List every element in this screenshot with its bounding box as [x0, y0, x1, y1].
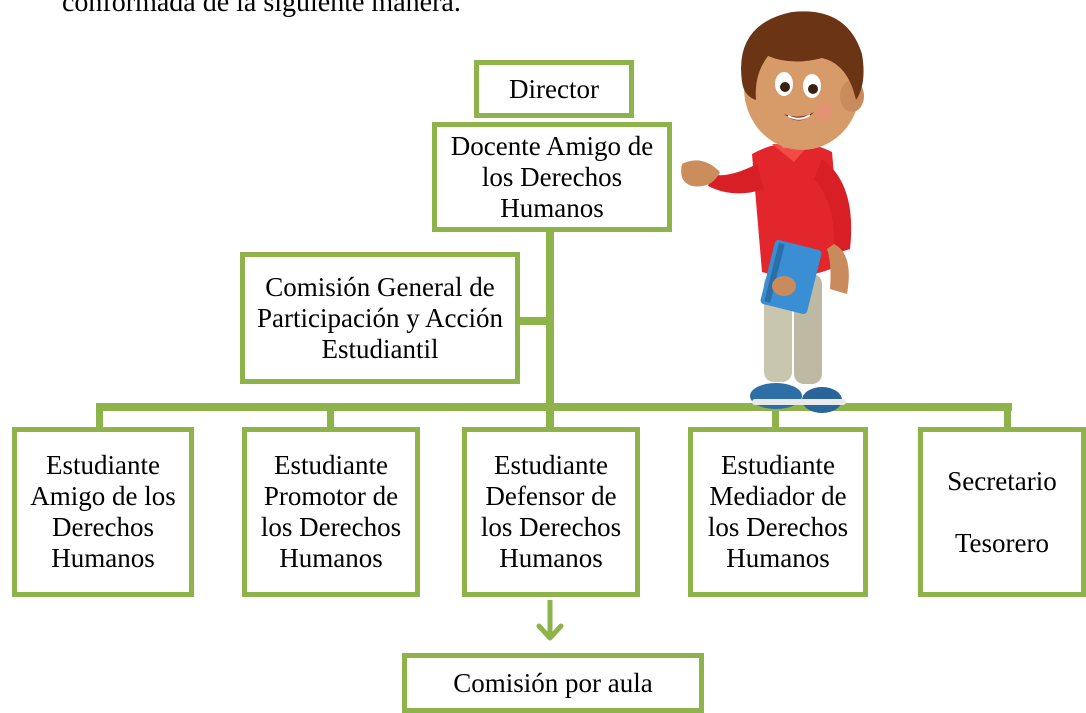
connector-horizontal-bar: [96, 403, 1012, 411]
node-tesorero-label: Tesorero: [954, 528, 1050, 558]
node-estudiante-promotor: Estudiante Promotor de los Derechos Huma…: [242, 427, 420, 597]
node-estudiante-amigo: Estudiante Amigo de los Derechos Humanos: [12, 427, 194, 597]
node-docente-amigo-label: Docente Amigo de los Derechos Humanos: [450, 130, 654, 223]
node-comision-general-label: Comisión General de Participación y Acci…: [257, 271, 503, 364]
node-director: Director: [474, 60, 634, 118]
connector-to-comision-general: [516, 317, 550, 325]
connector-drop-3: [546, 403, 554, 429]
node-estudiante-mediador-label: Estudiante Mediador de los Derechos Huma…: [707, 450, 849, 573]
boy-illustration: [681, 11, 864, 413]
connector-drop-2: [327, 403, 334, 429]
node-estudiante-defensor-label: Estudiante Defensor de los Derechos Huma…: [480, 450, 622, 573]
node-estudiante-amigo-label: Estudiante Amigo de los Derechos Humanos: [30, 450, 176, 573]
connector-drop-4: [772, 403, 779, 429]
node-director-label: Director: [509, 73, 599, 104]
node-secretario-tesorero: Secretario Tesorero: [918, 427, 1086, 597]
node-secretario-label: Secretario: [947, 466, 1057, 496]
node-estudiante-defensor: Estudiante Defensor de los Derechos Huma…: [462, 427, 640, 597]
node-docente-amigo: Docente Amigo de los Derechos Humanos: [432, 122, 672, 232]
node-comision-aula: Comisión por aula: [402, 653, 704, 713]
connector-main-vertical: [546, 228, 554, 410]
node-comision-aula-label: Comisión por aula: [453, 667, 653, 698]
node-estudiante-mediador: Estudiante Mediador de los Derechos Huma…: [688, 427, 868, 597]
intro-text: conformada de la siguiente manera.: [62, 0, 461, 18]
node-comision-general: Comisión General de Participación y Acci…: [240, 252, 520, 384]
node-estudiante-promotor-label: Estudiante Promotor de los Derechos Huma…: [260, 450, 402, 573]
connector-drop-1: [96, 403, 103, 429]
down-arrow-icon: [536, 600, 564, 641]
connector-drop-5: [1004, 403, 1011, 429]
